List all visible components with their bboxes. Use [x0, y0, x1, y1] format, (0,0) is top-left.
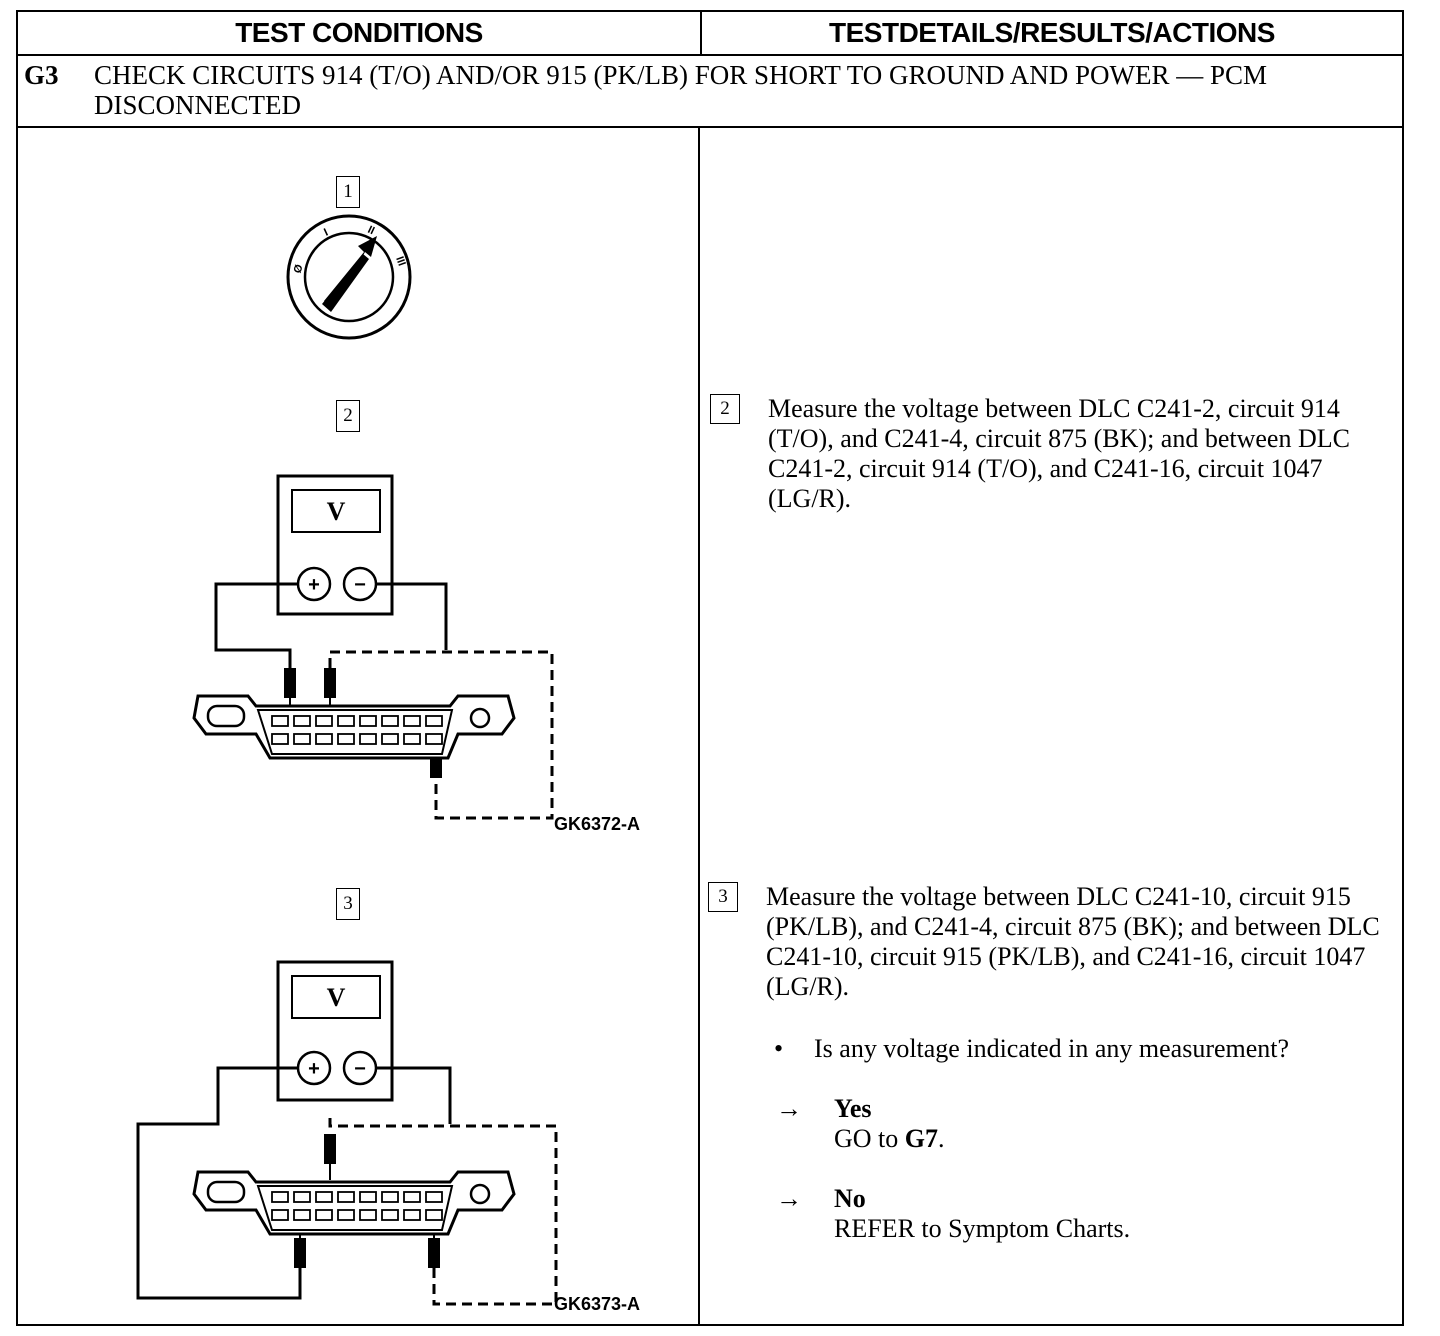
- service-manual-page: TEST CONDITIONS TESTDETAILS/RESULTS/ACTI…: [16, 10, 1404, 1326]
- step-3-details-number: 3: [708, 882, 738, 912]
- step-1-number: 1: [336, 176, 360, 208]
- step-id: G3: [24, 60, 59, 90]
- question-text: Is any voltage indicated in any measurem…: [814, 1034, 1290, 1063]
- svg-text:−: −: [354, 574, 366, 596]
- header-test-conditions: TEST CONDITIONS: [18, 12, 702, 54]
- step-2-figure-number: 2: [336, 400, 360, 432]
- voltmeter-dlc-diagram-2: V + −: [192, 474, 554, 820]
- svg-text:−: −: [354, 1058, 366, 1080]
- yes-action: GO to G7.: [834, 1124, 945, 1154]
- step-3-figure-number: 3: [336, 888, 360, 920]
- svg-text:+: +: [308, 1058, 320, 1080]
- svg-text:+: +: [308, 574, 320, 596]
- yes-label: Yes: [834, 1094, 872, 1123]
- switch-position-3: III: [393, 255, 407, 268]
- question-bullet: •: [774, 1034, 784, 1063]
- figure-label-2: GK6372-A: [554, 814, 641, 834]
- header-test-details: TESTDETAILS/RESULTS/ACTIONS: [829, 17, 1275, 48]
- meter-symbol: V: [327, 983, 346, 1012]
- step-3-instruction: Measure the voltage between DLC C241-10,…: [766, 882, 1380, 1001]
- ignition-key-switch-icon: Ø I II III: [286, 214, 412, 340]
- figure-label-3: GK6373-A: [554, 1294, 641, 1314]
- voltmeter-dlc-diagram-3: V + −: [136, 960, 558, 1306]
- step-2-details-number: 2: [710, 394, 740, 424]
- no-label: No: [834, 1184, 866, 1213]
- test-conditions-column: 1 Ø I II III 2 V + −: [18, 128, 698, 1324]
- diagnostic-table: TEST CONDITIONS TESTDETAILS/RESULTS/ACTI…: [16, 10, 1404, 1326]
- step-2-instruction: Measure the voltage between DLC C241-2, …: [768, 394, 1350, 513]
- switch-position-2: II: [366, 224, 377, 237]
- switch-position-1: I: [322, 227, 330, 239]
- step-row: G3 CHECK CIRCUITS 914 (T/O) AND/OR 915 (…: [18, 56, 1402, 128]
- yes-arrow-icon: →: [776, 1094, 802, 1123]
- no-action: REFER to Symptom Charts.: [834, 1214, 1131, 1243]
- no-arrow-icon: →: [776, 1184, 802, 1213]
- yes-action-suffix: .: [938, 1124, 945, 1153]
- table-header: TEST CONDITIONS TESTDETAILS/RESULTS/ACTI…: [18, 12, 1402, 56]
- meter-symbol: V: [327, 497, 346, 526]
- yes-action-target: G7: [904, 1124, 939, 1153]
- step-title: CHECK CIRCUITS 914 (T/O) AND/OR 915 (PK/…: [94, 60, 1267, 120]
- yes-action-prefix: GO to: [834, 1124, 905, 1153]
- column-divider: [698, 128, 700, 1324]
